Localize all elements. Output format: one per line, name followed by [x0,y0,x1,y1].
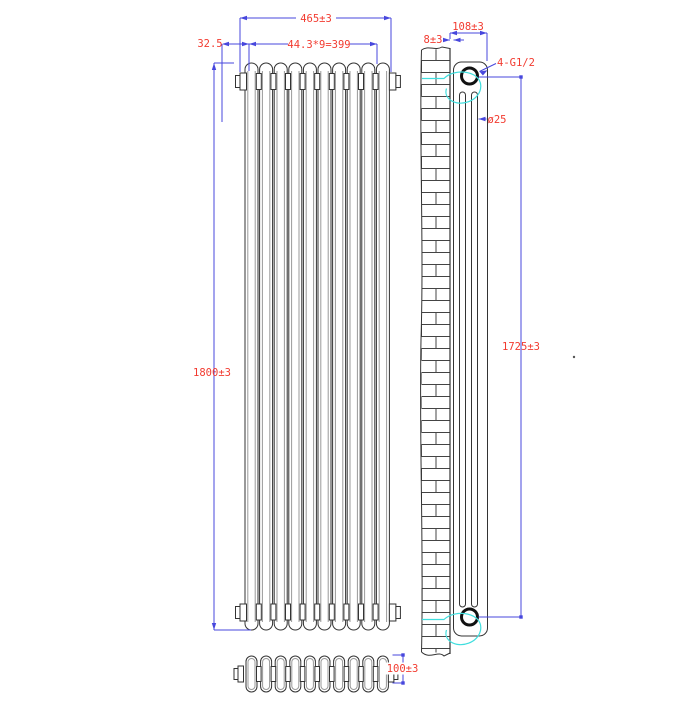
connection-label: 4-G1/2 [497,57,535,69]
wall-gap-label: 8±3 [424,34,443,46]
callout-tube-diameter: ø25 [478,114,507,126]
wall-section [420,46,451,657]
front-view: 465±3 44.3*9=399 32.5 1800±3 [193,13,401,693]
dim-overall-depth: 108±3 [449,21,488,61]
side-view: 108±3 8±3 4-G1/2 ø25 1725±3 [420,21,576,657]
dim-wall-gap: 8±3 [424,34,464,46]
overall-width-label: 465±3 [300,13,332,25]
dim-port-centres: 1725±3 [478,75,540,619]
dim-end-offset: 32.5 [197,38,249,122]
front-columns [244,62,390,693]
plan-view-dimension: 100±3 [385,653,420,685]
callout-connection: 4-G1/2 [479,57,535,76]
port-centres-label: 1725±3 [502,341,540,353]
dim-overall-width: 465±3 [239,13,392,72]
plan-depth-label: 100±3 [387,663,419,675]
overall-height-label: 1800±3 [193,367,231,379]
column-pitch-label: 44.3*9=399 [287,39,350,51]
end-caps [233,72,401,683]
bracket-highlights [422,71,482,646]
tube-diameter-label: ø25 [488,114,507,126]
overall-depth-label: 108±3 [452,21,484,33]
stray-dot [572,355,576,359]
radiator-profile [453,61,488,637]
dim-overall-height: 1800±3 [193,62,251,631]
end-offset-label: 32.5 [197,38,222,50]
dim-column-pitch: 44.3*9=399 [248,39,378,71]
port-circle-bottom [460,607,479,627]
